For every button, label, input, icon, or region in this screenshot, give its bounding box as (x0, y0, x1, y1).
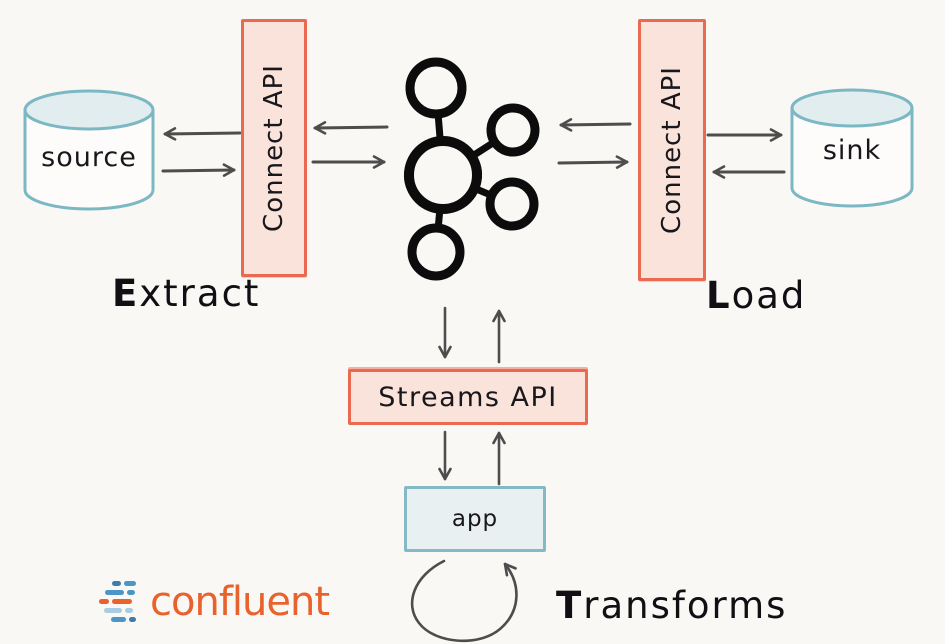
transforms-label: Transforms (556, 584, 788, 627)
arrow-app-self-loop (410, 559, 518, 643)
connect-api-left-label: Connect API (259, 64, 289, 232)
streams-api-box: Streams API (348, 369, 588, 425)
arrow-connectR-to-kafka (559, 118, 632, 132)
source-label: source (41, 142, 137, 173)
confluent-wordmark: confluent (150, 579, 330, 625)
cylinder-shape (790, 88, 914, 208)
extract-label: Extract (112, 272, 261, 315)
confluent-logo: confluent (98, 578, 330, 626)
sink-label: sink (822, 135, 882, 166)
arrow-source-to-connectL (161, 163, 236, 177)
app-label: app (451, 506, 499, 532)
sink-database: sink (787, 85, 917, 215)
connect-api-left-box: Connect API (241, 19, 307, 277)
arrow-kafka-to-connectR (557, 155, 629, 169)
connect-api-right-box: Connect API (638, 19, 706, 281)
streams-api-label: Streams API (378, 381, 558, 413)
app-box: app (404, 486, 546, 552)
load-label: Load (706, 274, 807, 317)
kafka-logo-icon (403, 57, 540, 281)
cylinder-shape (23, 89, 155, 211)
arrow-connectL-to-source (163, 127, 242, 141)
connect-api-right-label: Connect API (657, 66, 687, 234)
source-database: source (20, 86, 158, 218)
confluent-mark-icon (98, 578, 144, 626)
